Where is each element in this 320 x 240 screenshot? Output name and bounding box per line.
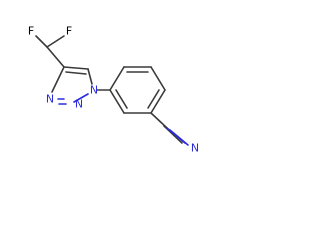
atom-f-left: F (28, 25, 34, 38)
bond-c4-c5 (63, 66, 89, 70)
bond-chf2-ring (46, 46, 65, 68)
molecule-structure: F F N N N N (28, 25, 199, 155)
atom-n-nitrile: N (191, 142, 199, 155)
atom-n1-triazole: N (90, 84, 98, 97)
bond-ring-c1-c2 (109, 66, 125, 91)
bond-cn-triple-3 (169, 129, 189, 146)
bond-f1-c (35, 35, 48, 48)
bond-ring-c4-c5-double (147, 89, 160, 109)
bond-ring-c4-c5 (150, 89, 166, 114)
bond-ring-c6-c1 (109, 89, 125, 114)
bond-c4-c5-double (65, 71, 87, 75)
atom-f-right: F (66, 25, 72, 38)
bond-ring-c6-c1-double (115, 89, 128, 109)
bond-ring-c3-c4 (150, 66, 166, 91)
atom-n3-triazole: N (46, 93, 54, 106)
bond-n1-n2 (73, 93, 89, 103)
atom-n2-triazole: N (75, 98, 83, 111)
bond-n3-c4 (51, 66, 65, 93)
bond-c-f2 (46, 35, 65, 48)
bond-c5-n1 (87, 68, 93, 85)
